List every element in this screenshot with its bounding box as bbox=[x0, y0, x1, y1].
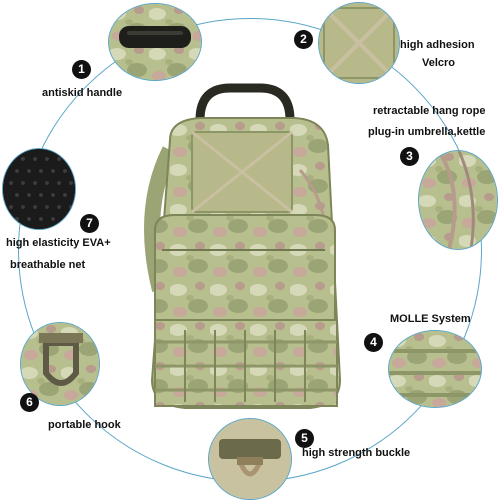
feature-label-rope-line1: retractable hang rope bbox=[373, 105, 486, 117]
feature-label-eva-line1: high elasticity EVA+ bbox=[6, 237, 111, 249]
feature-number-badge: 4 bbox=[364, 333, 383, 352]
sling-backpack-image bbox=[144, 83, 342, 409]
feature-number-badge: 7 bbox=[80, 214, 99, 233]
feature-label-molle: MOLLE System bbox=[390, 313, 471, 325]
detail-eva-net bbox=[2, 148, 76, 230]
detail-handle bbox=[108, 3, 202, 81]
feature-number-badge: 5 bbox=[295, 429, 314, 448]
feature-number-badge: 2 bbox=[294, 30, 313, 49]
feature-label-velcro-line2: Velcro bbox=[422, 57, 456, 69]
feature-label-eva-line2: breathable net bbox=[10, 259, 86, 271]
detail-hang-rope bbox=[418, 150, 498, 250]
feature-label-buckle: high strength buckle bbox=[302, 447, 411, 459]
detail-velcro bbox=[318, 2, 400, 84]
feature-label-portable-hook: portable hook bbox=[48, 419, 121, 431]
feature-number-badge: 3 bbox=[400, 147, 419, 166]
detail-molle-system bbox=[388, 330, 482, 408]
feature-label-rope-line2: plug-in umbrella,kettle bbox=[368, 126, 486, 138]
feature-number-badge: 6 bbox=[20, 393, 39, 412]
feature-label-antiskid-handle: antiskid handle bbox=[42, 87, 123, 99]
detail-portable-hook bbox=[20, 322, 100, 406]
feature-label-velcro-line1: high adhesion bbox=[400, 39, 475, 51]
detail-buckle bbox=[208, 418, 292, 500]
feature-number-badge: 1 bbox=[72, 60, 91, 79]
